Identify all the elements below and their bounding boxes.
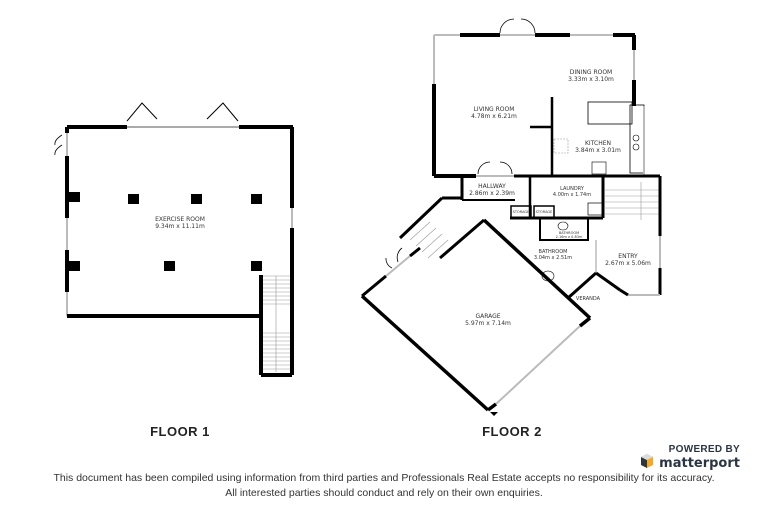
powered-by-badge: POWERED BY matterport	[643, 444, 740, 471]
room-label-kitchen: KITCHEN 3.84m x 3.01m	[575, 140, 621, 154]
room-name: BATHROOM	[558, 231, 580, 235]
room-label-garage: GARAGE 5.97m x 7.14m	[465, 313, 511, 327]
room-name: GARAGE	[475, 313, 501, 320]
room-label-veranda: VERANDA	[575, 296, 601, 302]
room-label-hallway: HALLWAY 2.86m x 2.39m	[469, 183, 515, 197]
room-label-entry: ENTRY 2.67m x 5.06m	[605, 253, 651, 267]
room-label-storage-1: STORAGE	[513, 210, 530, 214]
room-name: DINING ROOM	[569, 69, 613, 76]
room-dimensions: 3.04m x 2.51m	[533, 255, 573, 261]
room-dimensions: 2.16m x 0.83m	[555, 235, 583, 239]
floor-2-title: FLOOR 2	[482, 424, 542, 439]
floor-1-title: FLOOR 1	[150, 424, 210, 439]
room-name: EXERCISE ROOM	[155, 216, 205, 223]
room-label-storage-2: STORAGE	[536, 210, 553, 214]
brand-name: matterport	[643, 456, 740, 471]
room-label-exercise-room: EXERCISE ROOM 9.34m x 11.11m	[155, 216, 205, 230]
room-label-small-bathroom: BATHROOM 2.16m x 0.83m	[556, 231, 583, 239]
matterport-cube-icon	[641, 454, 653, 468]
room-dimensions: 4.78m x 6.21m	[471, 113, 517, 120]
powered-by-label: POWERED BY	[668, 444, 740, 455]
room-label-dining-room: DINING ROOM 3.33m x 3.10m	[568, 69, 614, 83]
disclaimer-line-2: All interested parties should conduct an…	[225, 487, 543, 499]
floor-2-plan	[360, 18, 662, 412]
room-name: STORAGE	[535, 210, 553, 214]
room-dimensions: 5.97m x 7.14m	[465, 320, 511, 327]
room-dimensions: 3.84m x 3.01m	[575, 147, 621, 154]
room-dimensions: 4.00m x 1.74m	[552, 192, 592, 198]
room-dimensions: 3.33m x 3.10m	[568, 76, 614, 83]
room-name: LAUNDRY	[560, 186, 584, 192]
room-name: STORAGE	[512, 210, 530, 214]
room-dimensions: 9.34m x 11.11m	[155, 223, 205, 230]
room-name: ENTRY	[618, 253, 638, 260]
brand-text: matterport	[659, 456, 740, 471]
room-name: KITCHEN	[585, 140, 611, 147]
room-name: LIVING ROOM	[473, 106, 515, 113]
room-name: HALLWAY	[478, 183, 506, 190]
room-label-bathroom: BATHROOM 3.04m x 2.51m	[534, 249, 572, 261]
direction-marker-icon	[490, 412, 498, 416]
disclaimer-line-1: This document has been compiled using in…	[53, 472, 715, 484]
room-dimensions: 2.86m x 2.39m	[469, 190, 515, 197]
room-name: BATHROOM	[538, 249, 568, 255]
room-name: VERANDA	[575, 296, 601, 302]
room-label-living-room: LIVING ROOM 4.78m x 6.21m	[471, 106, 517, 120]
floor-1-plan	[54, 102, 294, 377]
room-dimensions: 2.67m x 5.06m	[605, 260, 651, 267]
room-label-laundry: LAUNDRY 4.00m x 1.74m	[553, 186, 591, 198]
